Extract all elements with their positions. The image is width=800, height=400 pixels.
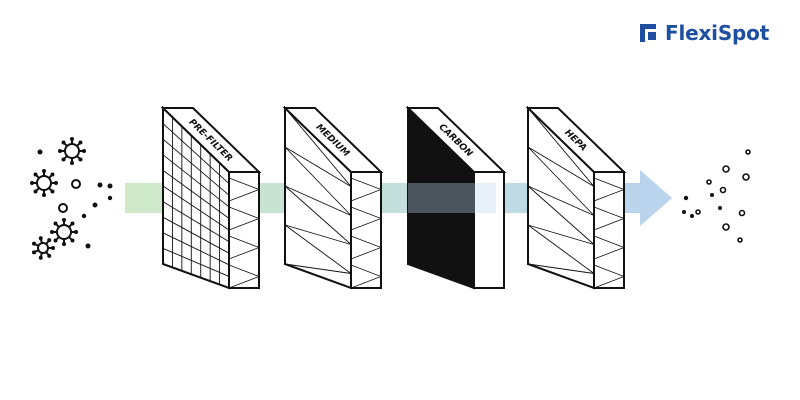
particle-icon — [37, 149, 43, 155]
germ-icon — [30, 169, 58, 197]
particle-icon — [695, 209, 701, 215]
germ-icon — [31, 236, 55, 260]
filter-hepa: HEPA — [525, 105, 627, 290]
particle-icon — [742, 173, 750, 181]
particle-icon — [92, 202, 98, 208]
particle-icon — [737, 237, 743, 243]
particle-icon — [81, 213, 87, 219]
particle-icon — [71, 179, 81, 189]
particle-icon — [58, 203, 68, 213]
particle-icon — [745, 149, 751, 155]
particle-icon — [85, 243, 91, 249]
filter-carbon: CARBON — [405, 105, 507, 290]
particle-icon — [689, 214, 694, 219]
particle-icon — [681, 210, 686, 215]
particle-icon — [709, 193, 714, 198]
filter-medium: MEDIUM — [282, 105, 384, 290]
particle-icon — [107, 183, 113, 189]
particle-icon — [97, 182, 103, 188]
filter-pre-filter: PRE-FILTER — [160, 105, 262, 290]
brand-name: FlexiSpot — [665, 21, 770, 45]
particle-icon — [107, 195, 113, 201]
airflow-overlay — [408, 183, 496, 213]
particle-icon — [719, 186, 727, 194]
particle-icon — [722, 165, 730, 173]
flexispot-logo-icon — [640, 24, 656, 42]
particle-icon — [722, 223, 730, 231]
germ-icon — [50, 218, 78, 246]
incoming-contaminants — [30, 137, 113, 260]
particle-icon — [717, 206, 722, 211]
brand-logo: FlexiSpot — [638, 18, 769, 48]
particle-icon — [738, 209, 746, 217]
particle-icon — [706, 179, 712, 185]
germ-icon — [58, 137, 86, 165]
particle-icon — [683, 195, 689, 201]
filtered-air-particles — [681, 149, 751, 243]
